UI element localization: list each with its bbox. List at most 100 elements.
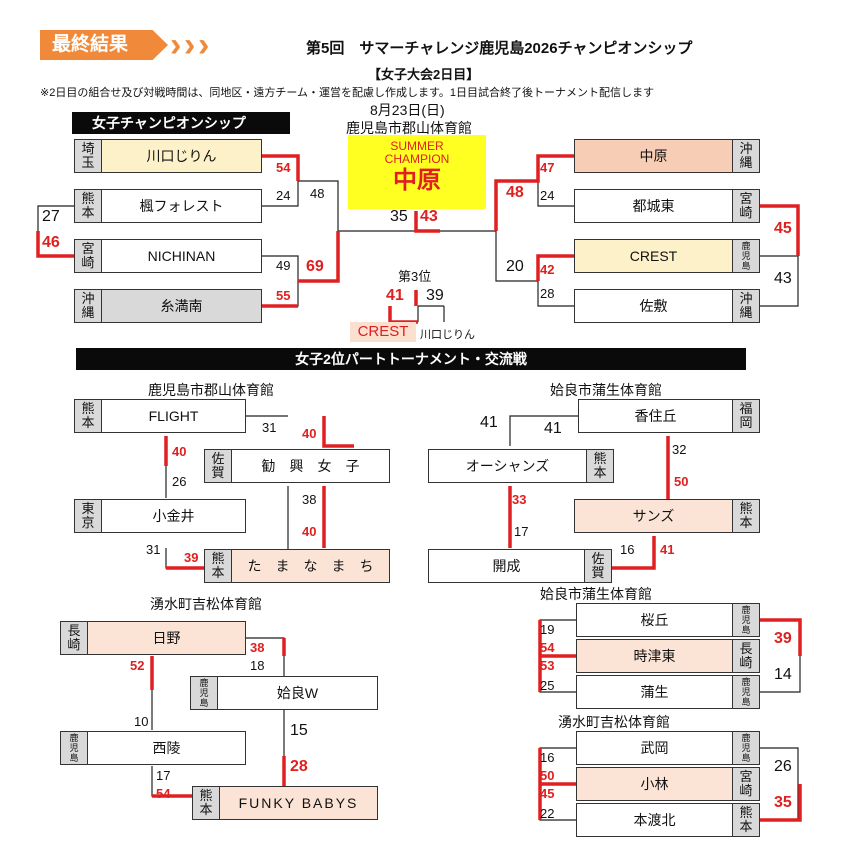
team-name: 時津東 bbox=[633, 648, 676, 664]
prefecture-label: 熊本 bbox=[193, 787, 220, 819]
team-box[interactable]: 本渡北 熊本 bbox=[576, 803, 760, 837]
prefecture-label: 東京 bbox=[75, 500, 102, 532]
team-name: 香住丘 bbox=[634, 408, 677, 424]
date: 8月23日(日) bbox=[370, 102, 445, 118]
score: 41 bbox=[660, 542, 675, 557]
prefecture-label: 福岡 bbox=[732, 400, 759, 432]
team-box[interactable]: 熊本 FUNKY BABYS bbox=[192, 786, 378, 820]
team-box[interactable]: 東京 小金井 bbox=[74, 499, 246, 533]
team-box[interactable]: 時津東 長崎 bbox=[576, 639, 760, 673]
team-name: 姶良W bbox=[276, 685, 319, 701]
prefecture-label: 長崎 bbox=[61, 622, 88, 654]
third-winner: CREST bbox=[350, 322, 416, 342]
team-name: FLIGHT bbox=[148, 408, 199, 424]
team-name: NICHINAN bbox=[147, 248, 216, 264]
team-name: 小金井 bbox=[152, 508, 195, 524]
venue-c: 湧水町吉松体育館 bbox=[150, 596, 262, 612]
team-box[interactable]: 沖縄 糸満南 bbox=[74, 289, 262, 323]
score: 47 bbox=[540, 160, 555, 175]
score: 17 bbox=[156, 768, 171, 783]
prefecture-label: 熊本 bbox=[732, 804, 759, 836]
team-name: 西陵 bbox=[152, 740, 181, 756]
score: 20 bbox=[506, 258, 524, 275]
score: 32 bbox=[672, 442, 687, 457]
team-box[interactable]: 熊本 FLIGHT bbox=[74, 399, 246, 433]
score: 40 bbox=[172, 444, 187, 459]
prefecture-label: 熊本 bbox=[75, 400, 102, 432]
score: 40 bbox=[302, 426, 317, 441]
score: 35 bbox=[774, 794, 792, 811]
team-box[interactable]: 埼玉 川口じりん bbox=[74, 139, 262, 173]
team-box[interactable]: CREST 鹿児島 bbox=[574, 239, 760, 273]
prefecture-label: 埼玉 bbox=[75, 140, 102, 172]
prefecture-label: 宮崎 bbox=[732, 768, 759, 800]
team-name: 本渡北 bbox=[633, 812, 676, 828]
team-box[interactable]: 宮崎 NICHINAN bbox=[74, 239, 262, 273]
prefecture-label: 佐賀 bbox=[205, 450, 232, 482]
prefecture-label: 鹿児島 bbox=[732, 732, 759, 764]
score: 38 bbox=[302, 492, 317, 507]
team-name: 武岡 bbox=[640, 740, 669, 756]
team-box[interactable]: 桜丘 鹿児島 bbox=[576, 603, 760, 637]
score: 14 bbox=[774, 666, 792, 683]
final-score-left: 35 bbox=[390, 208, 408, 225]
team-box[interactable]: 開成 佐賀 bbox=[428, 549, 612, 583]
score: 24 bbox=[540, 188, 555, 203]
team-box[interactable]: 小林 宮崎 bbox=[576, 767, 760, 801]
team-name: 桜丘 bbox=[640, 612, 669, 628]
team-box[interactable]: 中原 沖縄 bbox=[574, 139, 760, 173]
score: 31 bbox=[146, 542, 161, 557]
champion-label: SUMMER bbox=[390, 139, 444, 153]
team-box[interactable]: 都城東 宮崎 bbox=[574, 189, 760, 223]
team-name: 糸満南 bbox=[160, 298, 203, 314]
page-title: 第5回 サマーチャレンジ鹿児島2026チャンピオンシップ bbox=[306, 40, 693, 57]
team-box[interactable]: 香住丘 福岡 bbox=[578, 399, 760, 433]
team-name: 開成 bbox=[492, 558, 521, 574]
score: 25 bbox=[540, 678, 555, 693]
team-name: 蒲生 bbox=[640, 684, 669, 700]
team-box[interactable]: 熊本 楓フォレスト bbox=[74, 189, 262, 223]
score: 33 bbox=[512, 492, 527, 507]
team-box[interactable]: 鹿児島 西陵 bbox=[60, 731, 246, 765]
team-box[interactable]: サンズ 熊本 bbox=[574, 499, 760, 533]
team-box[interactable]: 佐敷 沖縄 bbox=[574, 289, 760, 323]
team-box[interactable]: 熊本 た ま な ま ち bbox=[204, 549, 390, 583]
team-box[interactable]: 佐賀 勧 興 女 子 bbox=[204, 449, 390, 483]
third-place-label: 第3位 bbox=[398, 269, 432, 284]
prefecture-label: 長崎 bbox=[732, 640, 759, 672]
score: 38 bbox=[250, 640, 265, 655]
score: 48 bbox=[310, 186, 325, 201]
team-box[interactable]: 蒲生 鹿児島 bbox=[576, 675, 760, 709]
team-name: CREST bbox=[629, 248, 678, 264]
score: 26 bbox=[774, 758, 792, 775]
score: 54 bbox=[540, 640, 555, 655]
score: 16 bbox=[620, 542, 635, 557]
result-badge: 最終結果 bbox=[40, 30, 168, 60]
team-name: 中原 bbox=[639, 148, 668, 164]
subtitle: 【女子大会2日目】 bbox=[368, 67, 480, 82]
team-box[interactable]: 武岡 鹿児島 bbox=[576, 731, 760, 765]
team-box[interactable]: オーシャンズ 熊本 bbox=[428, 449, 614, 483]
team-name: 小林 bbox=[640, 776, 669, 792]
venue-main: 鹿児島市郡山体育館 bbox=[346, 120, 472, 136]
score: 69 bbox=[306, 258, 324, 275]
score: 39 bbox=[184, 550, 199, 565]
team-box[interactable]: 鹿児島 姶良W bbox=[190, 676, 378, 710]
score: 49 bbox=[276, 258, 291, 273]
champion-label: CHAMPION bbox=[384, 152, 450, 166]
venue-e: 湧水町吉松体育館 bbox=[558, 714, 670, 730]
score: 31 bbox=[262, 420, 277, 435]
score: 50 bbox=[540, 768, 555, 783]
score: 27 bbox=[42, 208, 60, 225]
final-score-right: 43 bbox=[420, 208, 438, 225]
prefecture-label: 鹿児島 bbox=[61, 732, 88, 764]
team-name: 日野 bbox=[152, 630, 181, 646]
score: 55 bbox=[276, 288, 291, 303]
prefecture-label: 鹿児島 bbox=[732, 604, 759, 636]
team-box[interactable]: 長崎 日野 bbox=[60, 621, 246, 655]
venue-d: 姶良市蒲生体育館 bbox=[540, 586, 652, 602]
team-name: 都城東 bbox=[632, 198, 675, 214]
score: 10 bbox=[134, 714, 149, 729]
chevron-icon: › bbox=[184, 26, 196, 64]
team-name: た ま な ま ち bbox=[247, 558, 374, 574]
